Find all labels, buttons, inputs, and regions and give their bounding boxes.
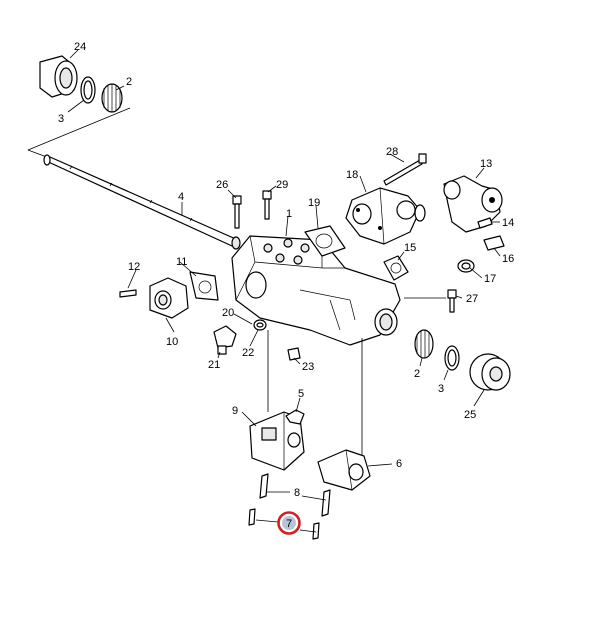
callout-19: 19 (308, 197, 320, 209)
part-17-ring (457, 259, 475, 273)
part-8-pin-right (321, 489, 331, 517)
callout-3-top: 3 (58, 113, 64, 125)
callout-12: 12 (128, 261, 140, 273)
callout-18: 18 (346, 169, 358, 181)
callout-23: 23 (302, 361, 314, 373)
part-22-washer (253, 319, 267, 331)
callout-10: 10 (166, 336, 178, 348)
part-9-block (249, 411, 305, 471)
part-20-21-sensor (213, 325, 237, 355)
callout-7-highlight[interactable]: 7 (277, 511, 301, 535)
callout-labels: 24 2 3 4 26 29 1 19 18 28 13 14 16 17 15… (58, 41, 514, 499)
part-2-bearing-top (101, 83, 123, 113)
part-11-gasket (189, 271, 219, 301)
callout-2-right: 2 (414, 368, 420, 380)
part-6-block (317, 449, 371, 491)
callout-20: 20 (222, 307, 234, 319)
callout-28: 28 (386, 146, 398, 158)
part-14-screw (477, 217, 493, 229)
callout-8: 8 (294, 487, 300, 499)
callout-6: 6 (396, 458, 402, 470)
leader-lines (67, 49, 501, 533)
callout-4: 4 (178, 191, 184, 203)
callout-25: 25 (464, 409, 476, 421)
part-12-bolt (119, 289, 137, 298)
callout-21: 21 (208, 359, 220, 371)
callout-27: 27 (466, 293, 478, 305)
part-26-bolt (232, 195, 242, 229)
callout-16: 16 (502, 253, 514, 265)
callout-11: 11 (176, 256, 187, 268)
part-3-ring-right (444, 345, 460, 371)
callout-14: 14 (502, 217, 514, 229)
callout-5: 5 (298, 388, 304, 400)
part-16-plug (483, 235, 505, 251)
part-5-bracket (285, 409, 305, 425)
part-7-pin-left (248, 508, 256, 526)
part-7-pin-right (312, 522, 320, 540)
part-25-pulley (469, 353, 511, 391)
callout-3-right: 3 (438, 383, 444, 395)
callout-24: 24 (74, 41, 86, 53)
callout-26: 26 (216, 179, 228, 191)
part-28-bolt (383, 153, 427, 186)
part-2-bearing-right (414, 329, 434, 359)
callout-7-ring (277, 511, 301, 535)
part-8-pin-left (259, 473, 269, 499)
callout-22: 22 (242, 347, 254, 359)
part-18-pump (345, 187, 426, 245)
callout-7: 7 (286, 518, 292, 530)
part-4-shaft (43, 154, 241, 250)
callout-29: 29 (276, 179, 288, 191)
part-27-bolt (447, 289, 457, 313)
callout-1: 1 (286, 208, 292, 220)
part-13-valve (443, 175, 503, 233)
callout-17: 17 (484, 273, 496, 285)
part-29-bolt (262, 190, 272, 220)
part-19-gasket (304, 225, 346, 257)
part-1-main-housing (231, 235, 401, 346)
part-15-gasket (383, 255, 409, 281)
part-23-plug (287, 347, 301, 361)
callout-13: 13 (480, 158, 492, 170)
callout-9: 9 (232, 405, 238, 417)
callout-2-top: 2 (126, 76, 132, 88)
callout-15: 15 (404, 242, 416, 254)
callout-7-badge (282, 516, 296, 530)
part-10-module (149, 277, 189, 319)
part-3-ring-top (80, 76, 96, 104)
part-24-housing (39, 55, 78, 98)
